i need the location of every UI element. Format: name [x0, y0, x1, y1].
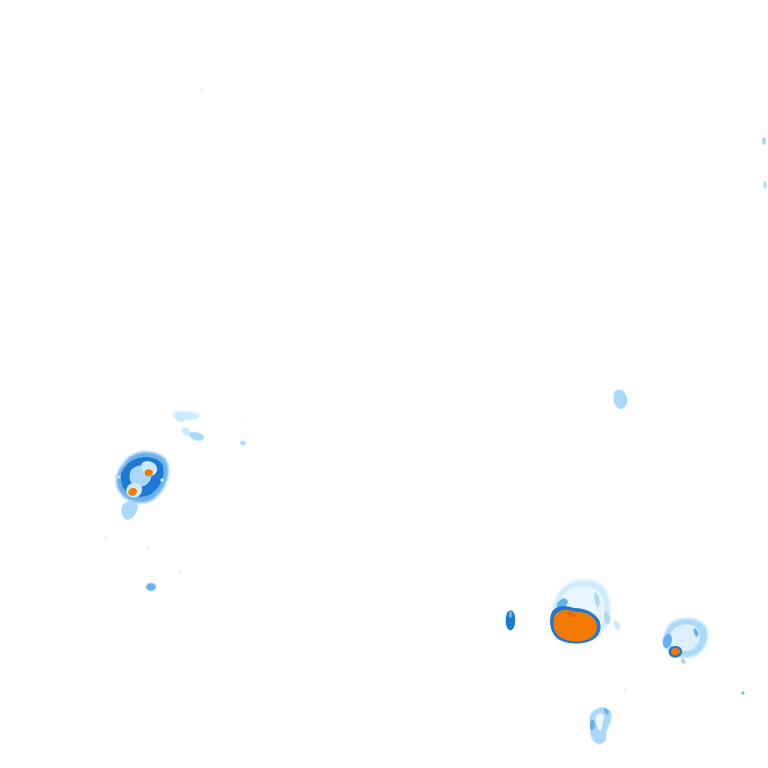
south-east-main-storm-cell: [550, 579, 626, 691]
west-storm-cell: [116, 451, 169, 520]
north-east-edge-echoes: [201, 89, 767, 189]
south-east-west-fragment: [505, 610, 516, 631]
south-shower-cell: [589, 707, 612, 745]
west-scattered-echoes: [105, 410, 248, 591]
central-east-shower-blob: [613, 389, 628, 409]
east-small-storm-cell: [662, 618, 745, 695]
